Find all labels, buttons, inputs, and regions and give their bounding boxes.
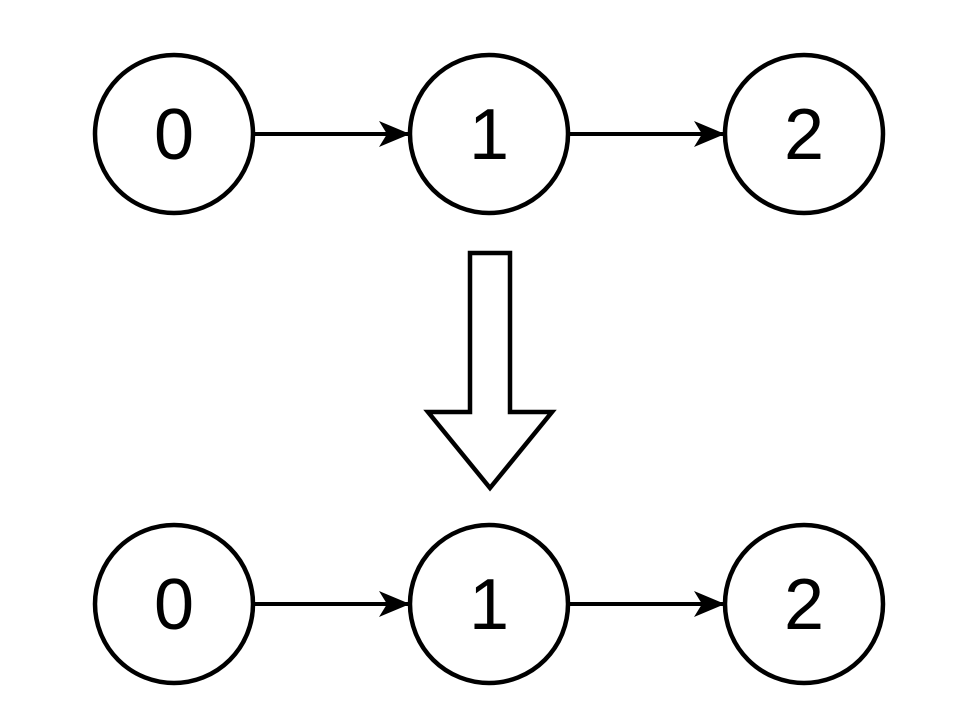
node-circle <box>92 52 256 216</box>
node-before-0: 0 <box>92 52 256 216</box>
node-circle <box>407 52 571 216</box>
node-before-2: 2 <box>722 52 886 216</box>
down-arrow-icon <box>423 250 557 492</box>
node-label: 1 <box>469 95 509 175</box>
node-label: 0 <box>154 565 194 645</box>
node-label: 2 <box>784 565 824 645</box>
list-before: 0 1 2 <box>92 52 886 216</box>
node-circle <box>407 522 571 686</box>
node-after-2: 2 <box>722 522 886 686</box>
node-circle <box>722 52 886 216</box>
node-circle <box>92 522 256 686</box>
node-label: 2 <box>784 95 824 175</box>
node-after-0: 0 <box>92 522 256 686</box>
node-label: 1 <box>469 565 509 645</box>
node-before-1: 1 <box>407 52 571 216</box>
node-label: 0 <box>154 95 194 175</box>
list-after: 0 1 2 <box>92 522 886 686</box>
node-circle <box>722 522 886 686</box>
node-after-1: 1 <box>407 522 571 686</box>
